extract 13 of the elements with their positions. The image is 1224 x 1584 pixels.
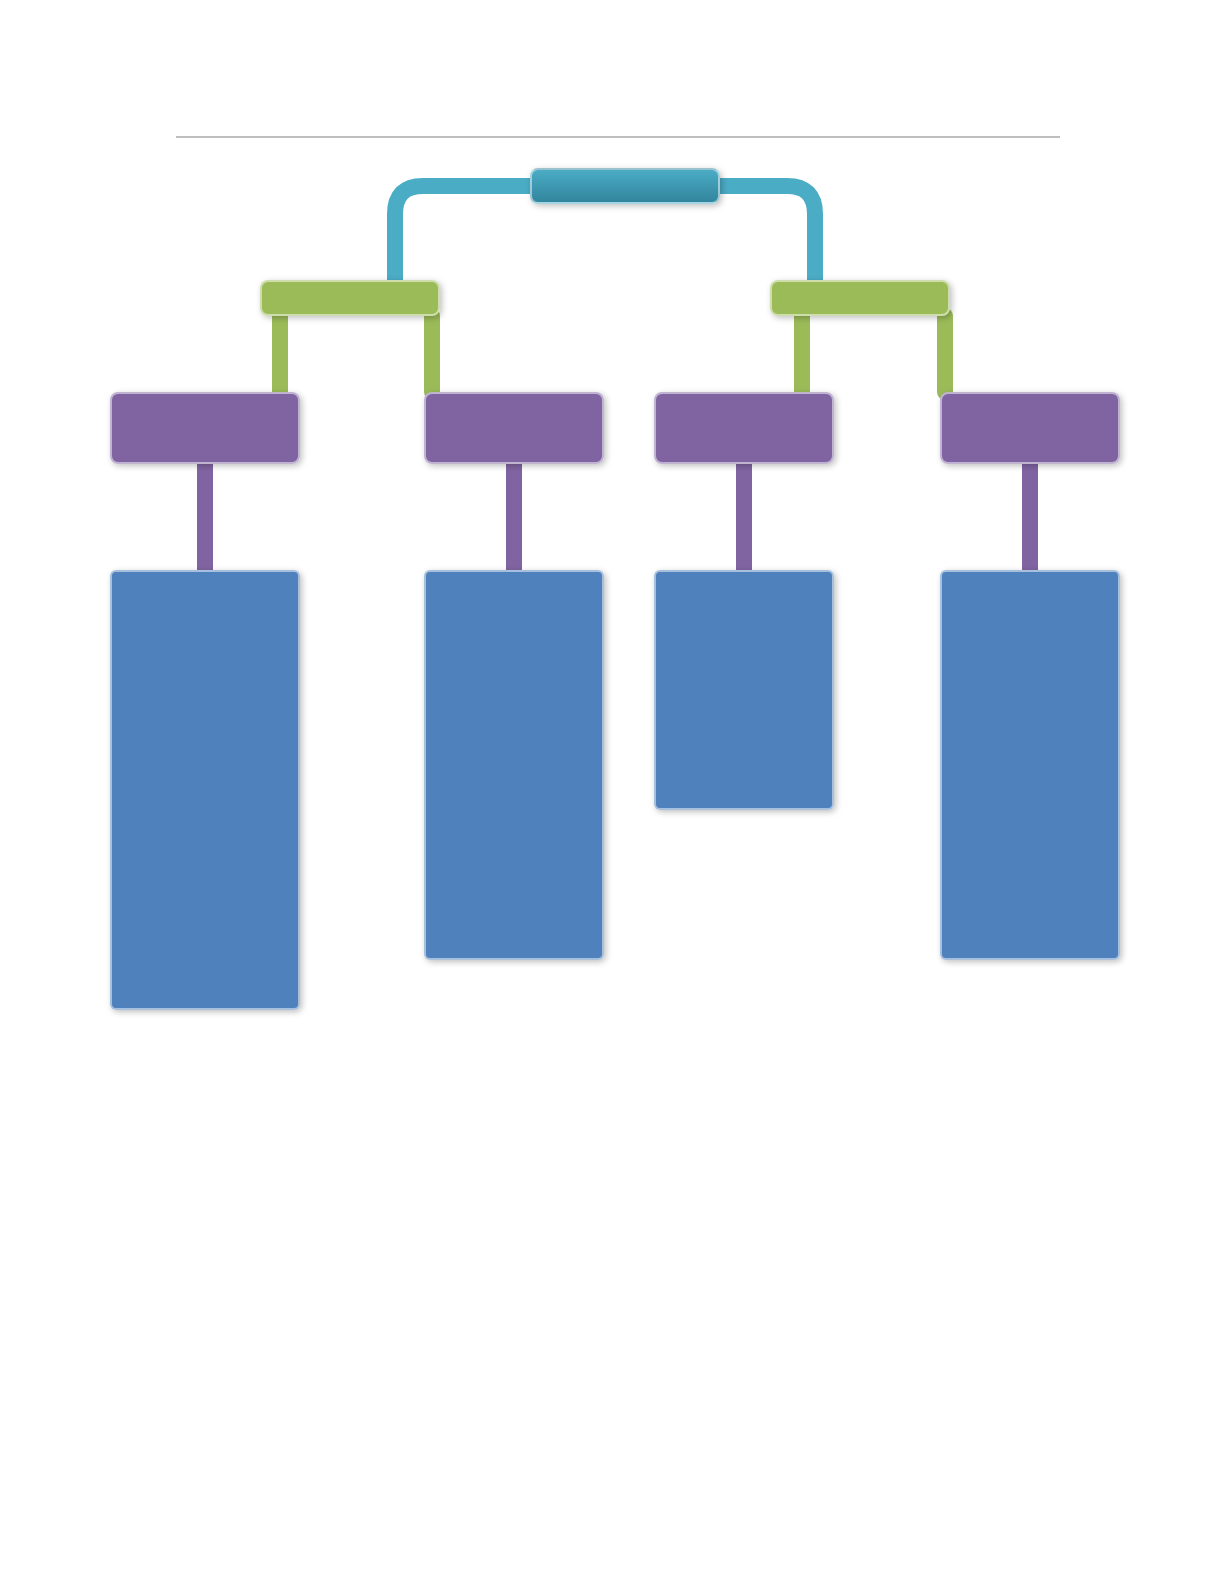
connector	[937, 308, 953, 400]
box	[424, 392, 604, 464]
connector	[424, 308, 440, 400]
box	[654, 570, 834, 810]
box	[654, 392, 834, 464]
box	[260, 280, 440, 316]
box	[110, 392, 300, 464]
box	[940, 570, 1120, 960]
box	[424, 570, 604, 960]
box	[940, 392, 1120, 464]
box	[530, 168, 720, 204]
box	[770, 280, 950, 316]
box	[110, 570, 300, 1010]
